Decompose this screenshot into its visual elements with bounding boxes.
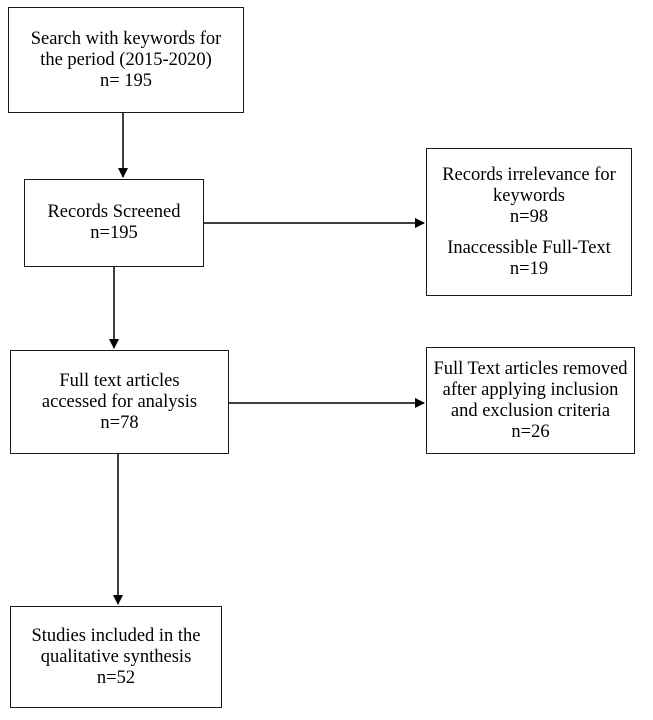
screened-box: Records Screened n=195 xyxy=(24,179,204,267)
excluded-screening-count-1: n=98 xyxy=(509,206,549,227)
excluded-screening-line-1: Records irrelevance for xyxy=(442,164,616,185)
included-count: n=52 xyxy=(96,667,136,688)
excluded-screening-count-2: n=19 xyxy=(509,258,549,279)
excluded-screening-line-2: keywords xyxy=(493,185,565,206)
screened-count: n=195 xyxy=(90,223,138,243)
search-line-1: Search with keywords for xyxy=(30,28,222,49)
search-line-2: the period (2015-2020) xyxy=(40,49,212,70)
fulltext-count: n=78 xyxy=(100,412,139,433)
excluded-fulltext-line-3: and exclusion criteria xyxy=(450,400,611,421)
excluded-fulltext-line-1: Full Text articles removed xyxy=(433,358,628,379)
excluded-fulltext-box: Full Text articles removed after applyin… xyxy=(426,347,635,454)
excluded-screening-line-3: Inaccessible Full-Text xyxy=(447,237,611,258)
fulltext-box: Full text articles accessed for analysis… xyxy=(10,350,229,454)
fulltext-line-2: accessed for analysis xyxy=(41,391,198,412)
excluded-fulltext-count: n=26 xyxy=(511,421,550,442)
excluded-fulltext-line-2: after applying inclusion xyxy=(442,379,619,400)
included-line-2: qualitative synthesis xyxy=(40,646,192,667)
excluded-screening-box: Records irrelevance for keywords n=98 In… xyxy=(426,148,632,296)
included-line-1: Studies included in the xyxy=(31,625,201,646)
included-box: Studies included in the qualitative synt… xyxy=(10,606,222,708)
fulltext-line-1: Full text articles xyxy=(59,370,180,391)
screened-line-1: Records Screened xyxy=(47,202,181,222)
search-box: Search with keywords for the period (201… xyxy=(8,7,244,113)
search-count: n= 195 xyxy=(99,70,153,91)
